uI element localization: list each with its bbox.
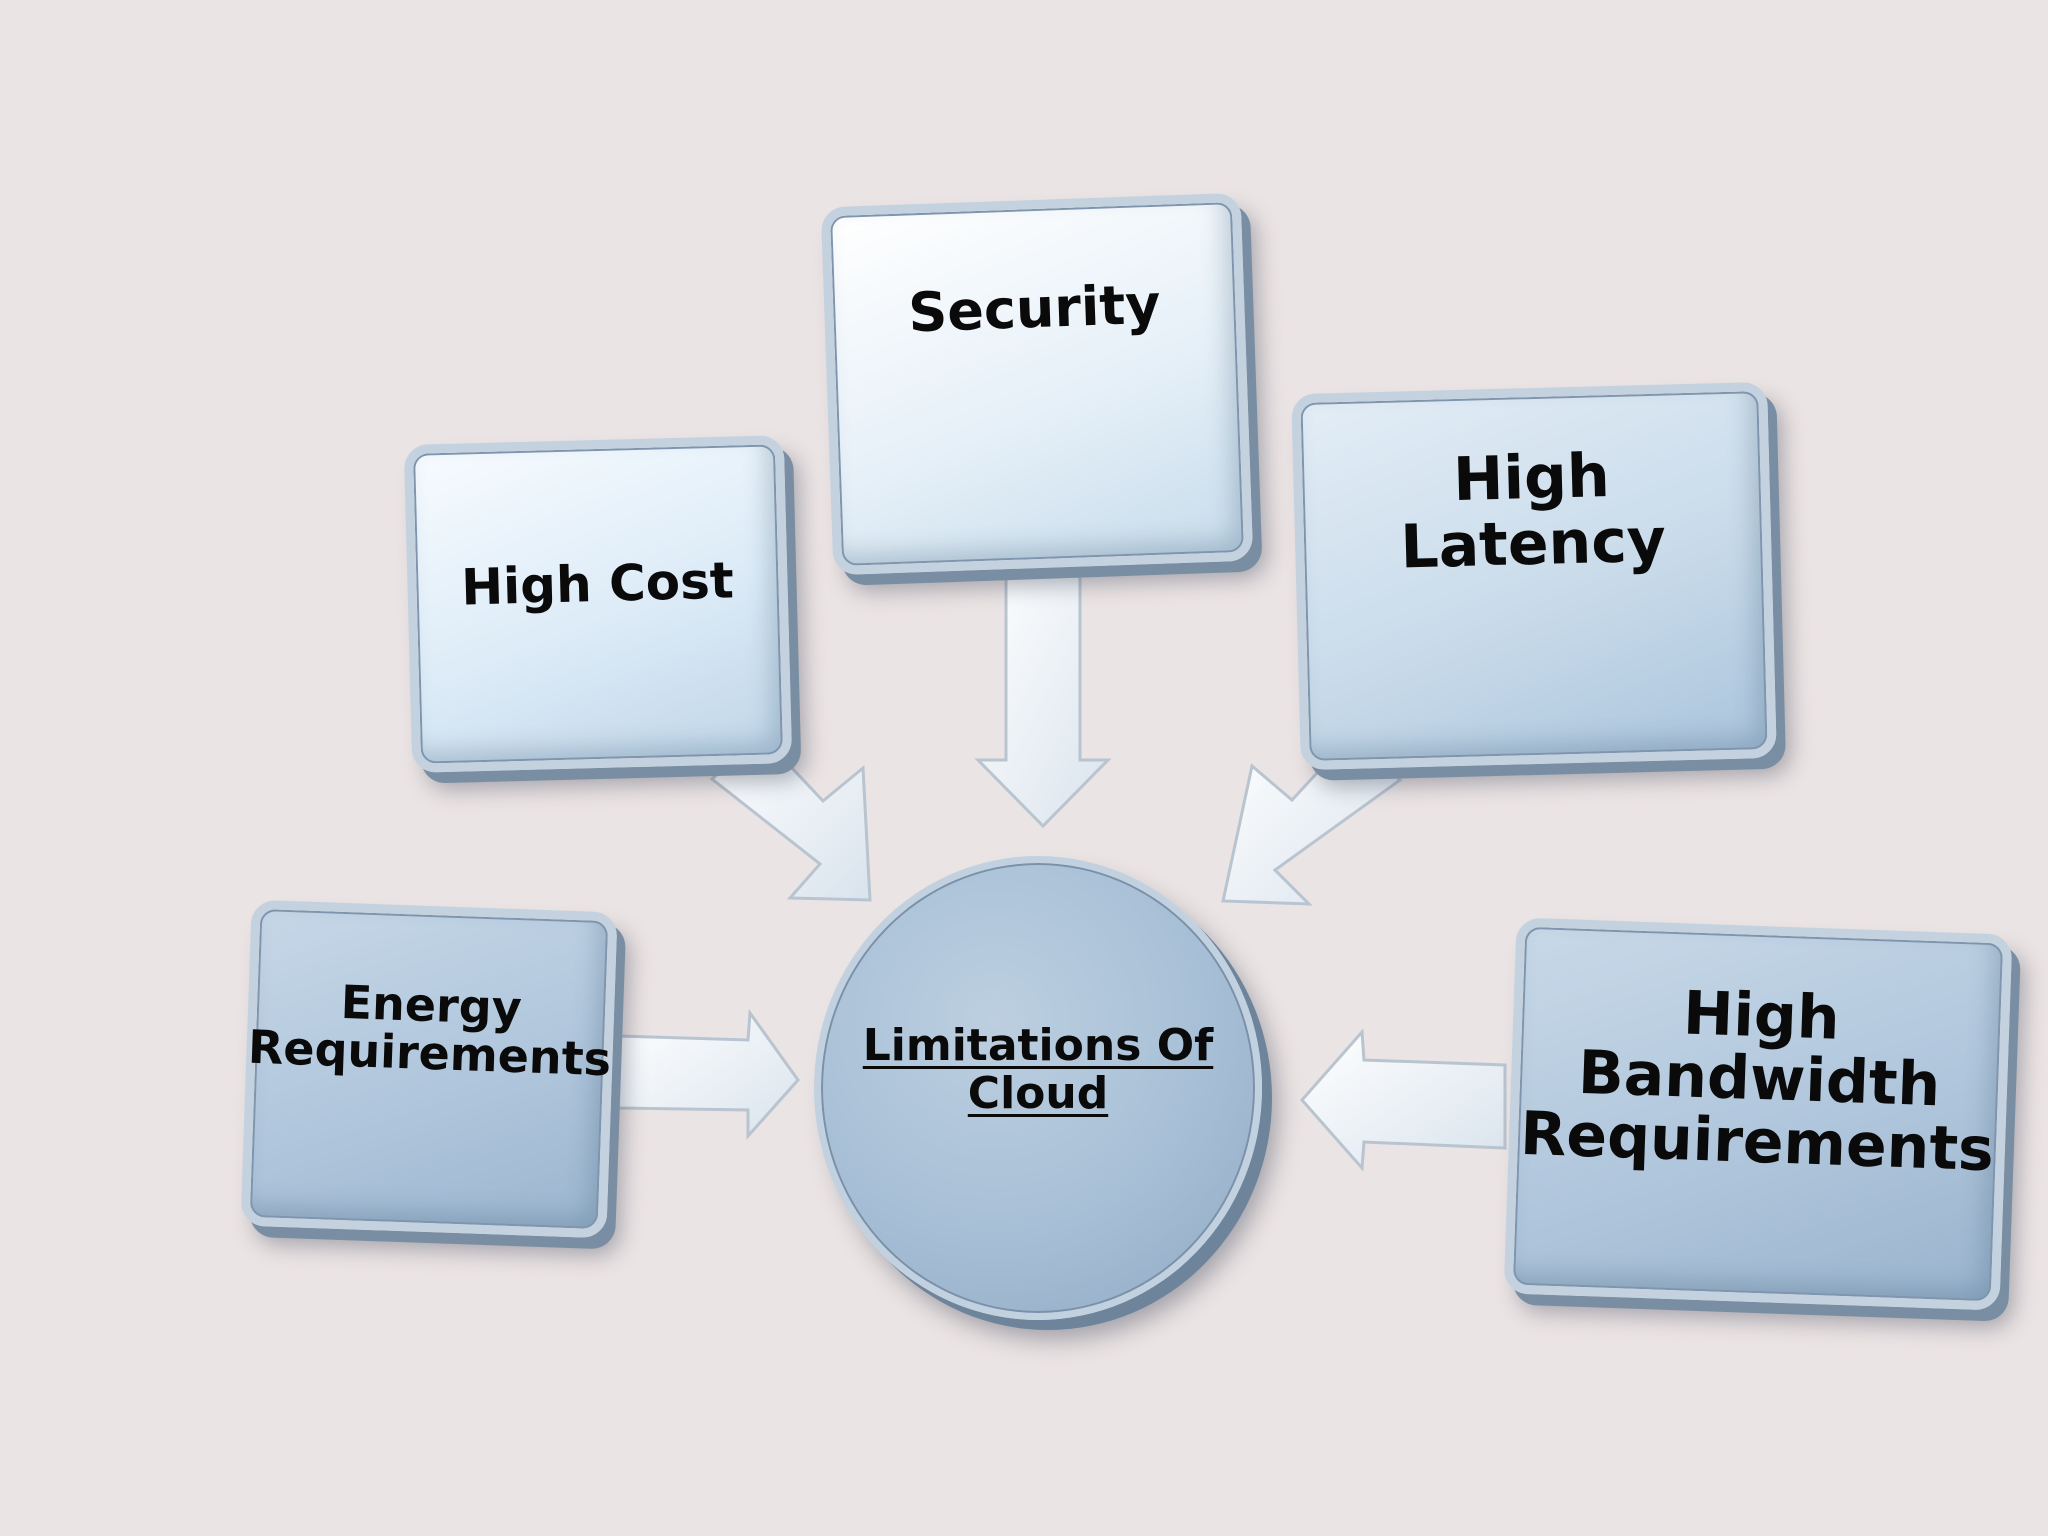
node-high-cost-label: High Cost [460,550,735,617]
arrow-security-to-center [974,566,1112,829]
node-high-bandwidth-requirements-label: High Bandwidth Requirements [1519,977,1995,1185]
node-energy-requirements: Energy Requirements [240,899,618,1239]
node-energy-requirements-label: Energy Requirements [247,974,612,1087]
node-high-latency: High Latency [1291,381,1777,771]
center-node: Limitations Of Cloud [814,856,1262,1320]
node-high-bandwidth-requirements: High Bandwidth Requirements [1503,917,2013,1311]
arrow-energy-to-center [616,1008,800,1140]
arrow-high-bandwidth-to-center [1299,1028,1507,1172]
node-high-latency-label: High Latency [1399,440,1667,583]
center-node-label: Limitations Of Cloud [862,1020,1214,1119]
node-security-label: Security [907,272,1162,345]
node-security: Security [820,192,1254,576]
node-high-cost: High Cost [403,435,793,773]
